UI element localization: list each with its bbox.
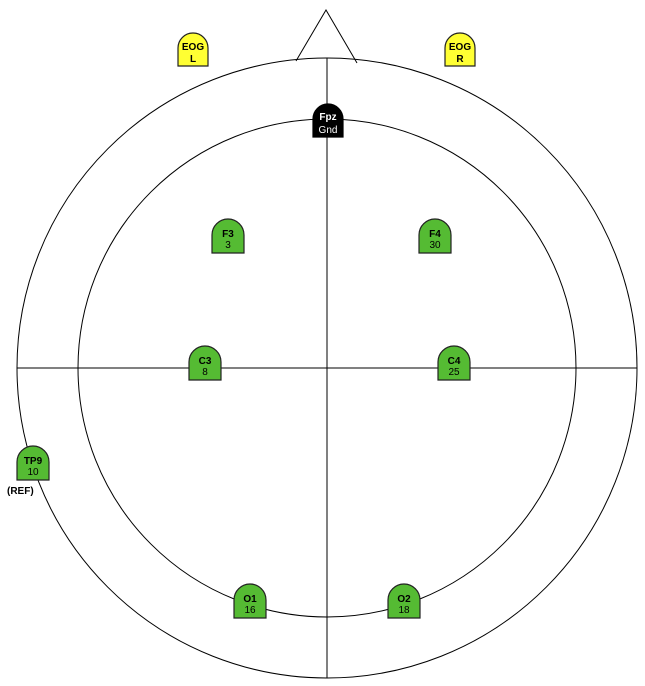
electrode-o2: O2 18 (387, 583, 421, 619)
electrode-number: 30 (429, 240, 441, 251)
electrode-body (211, 218, 245, 254)
electrode-number: 10 (27, 467, 39, 478)
electrode-f3: F3 3 (211, 218, 245, 254)
electrode-c3: C3 8 (188, 345, 222, 381)
electrode-tp9: TP9 10 (16, 445, 50, 481)
electrode-body (16, 445, 50, 481)
electrode-body (418, 218, 452, 254)
electrode-o1: O1 16 (233, 583, 267, 619)
electrode-label: EOG (449, 42, 471, 53)
electrode-label: C3 (199, 356, 212, 367)
electrode-label: TP9 (24, 456, 43, 467)
electrode-label: EOG (182, 42, 204, 53)
electrode-label: F4 (429, 229, 441, 240)
nose-marker (295, 9, 358, 64)
electrode-body (188, 345, 222, 381)
electrode-body (437, 345, 471, 381)
electrode-body (387, 583, 421, 619)
electrode-eog-r: EOG R (444, 32, 476, 67)
electrode-body (233, 583, 267, 619)
electrode-number: 18 (398, 605, 410, 616)
electrode-label: O1 (243, 594, 257, 605)
electrode-number: Gnd (319, 125, 338, 136)
reference-note: (REF) (7, 486, 34, 497)
electrode-fpz: Fpz Gnd (312, 103, 344, 138)
electrode-f4: F4 30 (418, 218, 452, 254)
electrode-number: 8 (202, 367, 208, 378)
electrode-label: C4 (448, 356, 461, 367)
electrode-label: F3 (222, 229, 234, 240)
electrode-number: 3 (225, 240, 231, 251)
electrode-label: O2 (397, 594, 411, 605)
electrode-number: R (456, 54, 464, 65)
electrode-label: Fpz (319, 112, 336, 123)
electrode-eog-l: EOG L (177, 32, 209, 67)
electrode-body (177, 32, 209, 67)
electrode-body (444, 32, 476, 67)
electrode-number: L (190, 54, 196, 65)
electrode-number: 16 (244, 605, 256, 616)
electrode-number: 25 (448, 367, 460, 378)
electrode-c4: C4 25 (437, 345, 471, 381)
electrode-body (312, 103, 344, 138)
